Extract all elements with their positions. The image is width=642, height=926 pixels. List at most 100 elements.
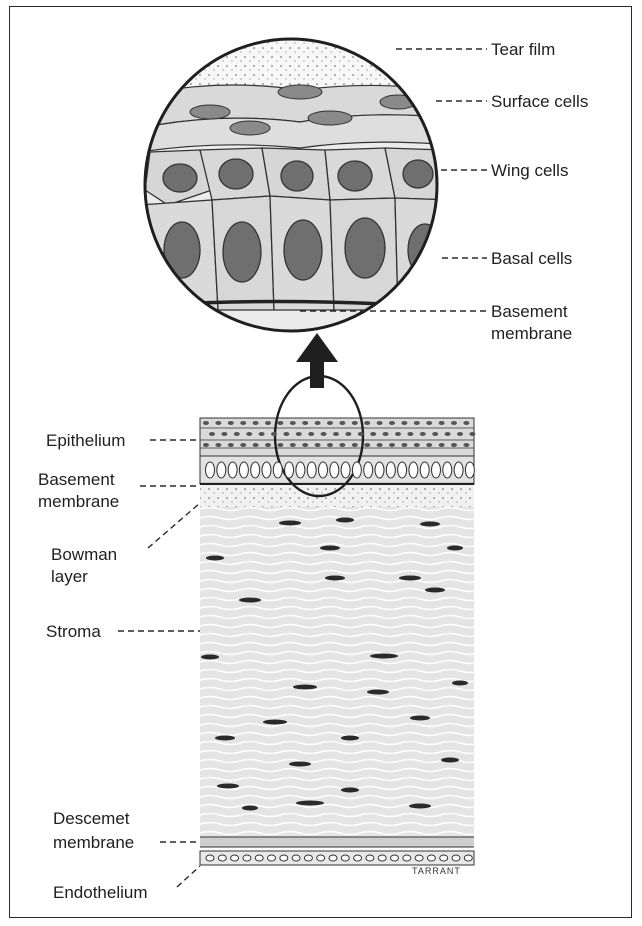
epithelial-nucleus: [302, 421, 308, 425]
epithelial-nucleus: [259, 432, 265, 436]
epithelial-nucleus: [290, 421, 296, 425]
epithelial-nucleus: [315, 443, 321, 447]
basal-cell: [273, 462, 282, 478]
label-bowman-1: Bowman: [51, 545, 117, 564]
epithelial-nucleus: [228, 421, 234, 425]
basal-cell: [285, 462, 294, 478]
artist-signature: TARRANT: [412, 866, 461, 876]
endothelial-cell: [440, 855, 448, 861]
endothelial-cell: [354, 855, 362, 861]
descemet-membrane: [200, 837, 474, 847]
endothelial-cell: [366, 855, 374, 861]
label-basement-membrane-top-2: membrane: [491, 324, 572, 343]
epithelial-nucleus: [389, 443, 395, 447]
endothelial-cell: [317, 855, 325, 861]
epithelial-nucleus: [339, 421, 345, 425]
label-tear-film: Tear film: [491, 40, 555, 59]
endothelial-cell: [206, 855, 214, 861]
epithelial-nucleus: [240, 443, 246, 447]
epithelial-nucleus: [333, 432, 339, 436]
epithelial-nucleus: [345, 432, 351, 436]
basal-cell: [443, 462, 452, 478]
surface-cells: [140, 85, 450, 152]
epithelial-nucleus: [445, 432, 451, 436]
basal-cell: [420, 462, 429, 478]
epithelial-nucleus: [283, 432, 289, 436]
label-basement-membrane-2: membrane: [38, 492, 119, 511]
basal-cell: [228, 462, 237, 478]
label-descemet-2: membrane: [53, 833, 134, 852]
label-epithelium: Epithelium: [46, 431, 125, 450]
epithelial-nucleus: [370, 432, 376, 436]
endothelial-cell: [231, 855, 239, 861]
epithelial-nucleus: [358, 432, 364, 436]
epithelial-nucleus: [420, 432, 426, 436]
label-basal-cells: Basal cells: [491, 249, 572, 268]
endothelial-cell: [304, 855, 312, 861]
label-endothelium: Endothelium: [53, 883, 148, 902]
endothelial-cell: [427, 855, 435, 861]
label-bowman-2: layer: [51, 567, 88, 586]
epithelial-nucleus: [364, 443, 370, 447]
epithelial-nucleus: [203, 421, 209, 425]
epithelial-nucleus: [290, 443, 296, 447]
epithelial-nucleus: [240, 421, 246, 425]
basal-cell: [330, 462, 339, 478]
epithelial-nucleus: [265, 443, 271, 447]
epithelial-nucleus: [339, 443, 345, 447]
epithelial-nucleus: [234, 432, 240, 436]
endothelial-cell: [218, 855, 226, 861]
basal-cell: [465, 462, 474, 478]
epithelial-nucleus: [215, 421, 221, 425]
basal-cell: [251, 462, 260, 478]
epithelial-nucleus: [451, 443, 457, 447]
basal-cell: [217, 462, 226, 478]
wing-cells: [145, 148, 448, 205]
basal-cell: [454, 462, 463, 478]
label-basement-membrane-1: Basement: [38, 470, 115, 489]
endothelial-cell: [292, 855, 300, 861]
endothelial-cell: [464, 855, 472, 861]
epithelial-nucleus: [401, 421, 407, 425]
basal-cell: [432, 462, 441, 478]
epithelial-nucleus: [364, 421, 370, 425]
endothelial-cell: [452, 855, 460, 861]
epithelial-nucleus: [246, 432, 252, 436]
basal-cell: [341, 462, 350, 478]
endothelial-cell: [255, 855, 263, 861]
epithelial-nucleus: [451, 421, 457, 425]
basal-cell: [296, 462, 305, 478]
epithelial-nucleus: [414, 421, 420, 425]
endothelial-cell: [280, 855, 288, 861]
endothelial-cell: [268, 855, 276, 861]
epithelial-nucleus: [277, 421, 283, 425]
epithelial-nucleus: [389, 421, 395, 425]
epithelial-nucleus: [296, 432, 302, 436]
endothelial-cell: [341, 855, 349, 861]
epithelial-nucleus: [469, 432, 475, 436]
epithelial-nucleus: [439, 421, 445, 425]
epithelial-nucleus: [221, 432, 227, 436]
basal-cell: [262, 462, 271, 478]
epithelial-nucleus: [377, 443, 383, 447]
epithelial-nucleus: [253, 421, 259, 425]
epithelial-nucleus: [302, 443, 308, 447]
endothelial-cell: [391, 855, 399, 861]
epithelial-nucleus: [426, 443, 432, 447]
epithelial-nucleus: [315, 421, 321, 425]
epithelial-nucleus: [277, 443, 283, 447]
epithelial-nucleus: [426, 421, 432, 425]
endothelial-cell: [415, 855, 423, 861]
epithelial-nucleus: [352, 443, 358, 447]
label-descemet-1: Descemet: [53, 809, 130, 828]
endothelial-cell: [329, 855, 337, 861]
label-surface-cells: Surface cells: [491, 92, 588, 111]
epithelial-nucleus: [327, 421, 333, 425]
basal-cells: [140, 196, 450, 310]
epithelial-nucleus: [401, 443, 407, 447]
epithelial-nucleus: [463, 421, 469, 425]
epithelial-nucleus: [209, 432, 215, 436]
epithelial-nucleus: [215, 443, 221, 447]
basal-cell: [398, 462, 407, 478]
